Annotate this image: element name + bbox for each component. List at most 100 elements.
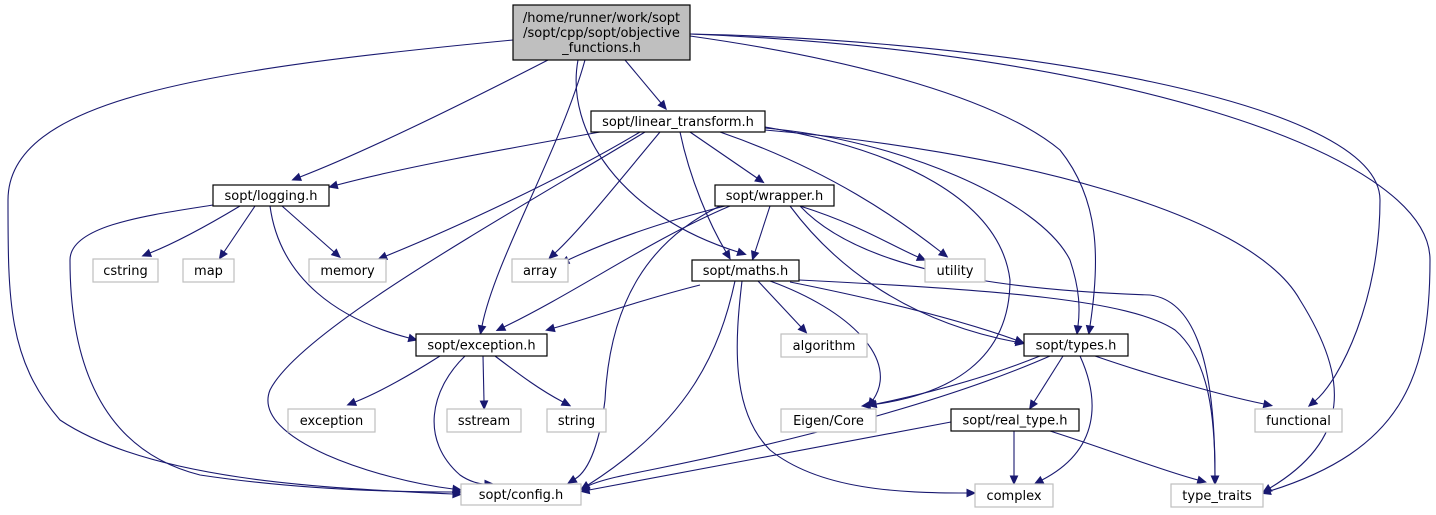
edge-line	[789, 205, 1017, 343]
node-root[interactable]: /home/runner/work/sopt/sopt/cpp/sopt/obj…	[512, 4, 691, 61]
node-sstream: sstream	[446, 408, 522, 433]
node-box	[512, 4, 691, 61]
edge-line	[789, 281, 1017, 341]
node-types[interactable]: sopt/types.h	[1023, 333, 1129, 357]
arrowhead	[1085, 324, 1095, 336]
node-label: Eigen/Core	[793, 414, 864, 429]
edge-logging-to-cstring	[141, 205, 241, 257]
edge-types-to-real-type	[1029, 355, 1064, 410]
arrowhead	[407, 333, 418, 343]
node-label: _functions.h	[561, 41, 641, 56]
edge-wrapper-to-maths	[750, 205, 771, 261]
edge-line	[679, 131, 727, 253]
node-label: type_traits	[1182, 489, 1252, 504]
edge-line	[875, 355, 1041, 405]
edge-line	[494, 355, 564, 403]
edge-line	[553, 284, 701, 329]
node-complex: complex	[974, 483, 1054, 508]
edge-logging-to-map	[218, 205, 256, 260]
arrowhead	[966, 488, 977, 498]
node-memory: memory	[308, 258, 387, 283]
edge-line	[575, 59, 739, 253]
node-maths[interactable]: sopt/maths.h	[691, 259, 800, 282]
node-box	[308, 258, 387, 283]
node-wrapper[interactable]: sopt/wrapper.h	[714, 184, 835, 207]
arrowhead	[657, 99, 667, 111]
edge-root-to-linear-transform	[624, 59, 667, 111]
edge-logging-to-exception	[269, 205, 418, 343]
node-exception[interactable]: sopt/exception.h	[415, 333, 548, 357]
node-linear-transform[interactable]: sopt/linear_transform.h	[590, 110, 766, 133]
edge-maths-to-algorithm	[757, 280, 808, 334]
edge-line	[798, 279, 1216, 477]
node-label: sopt/exception.h	[427, 339, 535, 354]
node-map: map	[182, 258, 235, 283]
arrowhead	[330, 248, 341, 259]
node-label: complex	[986, 489, 1041, 504]
node-box	[415, 333, 548, 357]
node-cstring: cstring	[92, 258, 159, 283]
arrowhead	[750, 250, 760, 261]
edge-line	[336, 131, 601, 186]
node-label: cstring	[103, 264, 147, 279]
arrowhead	[1033, 475, 1045, 485]
node-label: memory	[320, 264, 375, 279]
arrowhead	[346, 397, 358, 406]
edge-line	[719, 131, 942, 253]
node-box	[714, 184, 835, 207]
arrowhead	[495, 322, 507, 332]
node-box	[460, 483, 582, 506]
edge-line	[1049, 430, 1199, 481]
arrowhead	[1029, 399, 1038, 410]
node-box	[924, 258, 986, 283]
node-real-type[interactable]: sopt/real_type.h	[950, 408, 1080, 432]
node-logging[interactable]: sopt/logging.h	[212, 184, 330, 207]
edge-logging-to-memory	[281, 205, 341, 259]
node-label: sstream	[458, 414, 510, 429]
edge-linear-transform-to-type-traits	[764, 129, 1335, 493]
edge-root-to-functional	[689, 33, 1381, 407]
edge-line	[587, 355, 1051, 487]
arrowhead	[477, 324, 487, 336]
edge-real-type-to-type-traits	[1049, 430, 1207, 485]
edge-root-to-exception	[477, 59, 586, 336]
arrowhead	[1262, 399, 1274, 409]
arrowhead	[548, 249, 559, 260]
node-utility: utility	[924, 258, 986, 283]
node-box	[1254, 408, 1343, 433]
edge-line	[149, 205, 241, 254]
arrowhead	[937, 248, 949, 258]
arrowhead	[291, 172, 303, 181]
arrowhead	[1009, 475, 1019, 486]
edge-line	[588, 421, 952, 491]
node-label: /sopt/cpp/sopt/objective	[523, 26, 680, 41]
node-algorithm: algorithm	[780, 333, 868, 358]
arrowhead	[1210, 475, 1220, 486]
edge-line	[799, 205, 919, 258]
edge-line	[267, 131, 646, 490]
edge-wrapper-to-utility	[799, 205, 927, 261]
node-label: string	[558, 414, 595, 429]
arrowhead	[567, 474, 578, 484]
node-label: sopt/linear_transform.h	[602, 115, 754, 130]
edge-linear-transform-to-array	[548, 131, 661, 260]
node-array: array	[511, 258, 569, 283]
edge-line	[223, 205, 256, 253]
edge-line	[281, 205, 335, 253]
arrowhead	[1196, 475, 1207, 485]
nodes-layer: /home/runner/work/sopt/sopt/cpp/sopt/obj…	[92, 4, 1343, 508]
edge-line	[554, 131, 661, 254]
arrowhead	[754, 174, 765, 184]
node-config: sopt/config.h	[460, 483, 582, 506]
node-label: map	[194, 264, 223, 279]
node-box	[446, 408, 522, 433]
edge-types-to-functional	[1094, 355, 1274, 409]
edge-line	[482, 355, 485, 402]
edge-maths-to-complex	[736, 280, 977, 498]
node-box	[950, 408, 1080, 432]
edge-linear-transform-to-memory	[377, 131, 641, 260]
edge-real-type-to-complex	[1009, 431, 1019, 486]
node-label: utility	[937, 264, 974, 279]
arrowhead	[1307, 397, 1319, 407]
